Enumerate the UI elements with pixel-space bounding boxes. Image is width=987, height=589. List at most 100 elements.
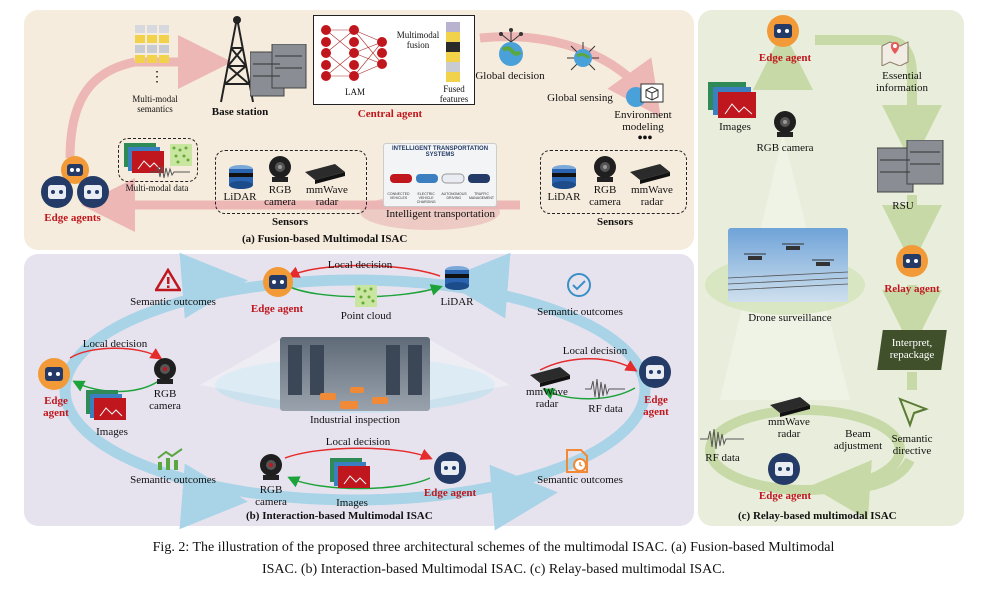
central-agent-label: Central agent bbox=[357, 108, 423, 120]
intelligent-transportation-label: Intelligent transportation bbox=[385, 208, 496, 220]
radar-icon bbox=[305, 160, 345, 189]
drone-surveillance-image bbox=[728, 228, 848, 302]
its-banner: INTELLIGENT TRANSPORTATION SYSTEMS bbox=[391, 146, 489, 158]
b-local-right-green bbox=[542, 387, 636, 400]
radar-icon bbox=[770, 393, 810, 422]
check-icon bbox=[566, 272, 592, 303]
rf-wave-icon bbox=[585, 378, 625, 405]
global-decision-label: Global decision bbox=[475, 70, 545, 82]
rgb-right-label: RGB camera bbox=[589, 184, 621, 208]
industrial-inspection-image bbox=[280, 337, 430, 411]
its-item: ELECTRIC VEHICLE CHARGING bbox=[416, 192, 436, 204]
tower-icon bbox=[215, 14, 259, 109]
server-icon bbox=[249, 43, 310, 105]
point-cloud-icon bbox=[170, 144, 192, 171]
map-pin-icon bbox=[880, 38, 910, 71]
images-left-label: Images bbox=[96, 426, 128, 438]
rsu-label: RSU bbox=[892, 200, 914, 212]
its-items: CONNECTED VEHICLES ELECTRIC VEHICLE CHAR… bbox=[386, 192, 494, 204]
cube-monitor-icon bbox=[625, 82, 665, 117]
rgb-camera-bottom-label: RGB camera bbox=[255, 484, 287, 508]
figure-caption-line2: ISAC. (b) Interaction-based Multimodal I… bbox=[261, 562, 726, 577]
semantic-outcomes-tr-label: Semantic outcomes bbox=[537, 306, 623, 318]
panel-b-title: (b) Interaction-based Multimodal ISAC bbox=[246, 510, 433, 522]
lidar-left-label: LiDAR bbox=[223, 191, 257, 203]
essential-information-label: Essential information bbox=[876, 70, 928, 94]
radar-icon bbox=[630, 160, 670, 189]
rgb-camera-c-label: RGB camera bbox=[756, 142, 814, 154]
lidar-icon bbox=[551, 165, 577, 194]
multimodal-fusion-label: Multimodal fusion bbox=[396, 30, 440, 50]
b-local-left-red bbox=[69, 347, 163, 360]
camera-icon bbox=[592, 155, 618, 188]
local-decision-right-label: Local decision bbox=[562, 345, 628, 357]
chart-icon bbox=[156, 448, 184, 477]
mmwave-right-label: mmWave radar bbox=[631, 184, 673, 208]
point-cloud-icon bbox=[355, 285, 377, 312]
b-local-left-green bbox=[72, 379, 161, 393]
camera-icon bbox=[258, 453, 284, 486]
robot-icon bbox=[37, 357, 71, 396]
robot-icon bbox=[40, 155, 110, 216]
drone-surveillance-label: Drone surveillance bbox=[748, 312, 832, 324]
figure-caption-line1: Fig. 2: The illustration of the proposed… bbox=[152, 540, 835, 555]
neural-network-icon bbox=[318, 22, 390, 89]
b-local-top-red bbox=[287, 264, 441, 278]
industrial-inspection-label: Industrial inspection bbox=[309, 414, 401, 426]
environment-modeling-label: Environment modeling bbox=[614, 109, 672, 133]
base-station-label: Base station bbox=[211, 106, 269, 118]
mmwave-left-label: mmWave radar bbox=[306, 184, 348, 208]
its-item: AUTONOMOUS DRIVING bbox=[441, 192, 467, 200]
rf-wave-icon bbox=[150, 165, 190, 184]
lidar-label: LiDAR bbox=[440, 296, 474, 308]
relay-agent-label: Relay agent bbox=[884, 283, 940, 295]
semantic-outcomes-bl-label: Semantic outcomes bbox=[130, 474, 216, 486]
robot-icon bbox=[638, 355, 672, 394]
camera-icon bbox=[772, 110, 798, 143]
edge-agent-top-c-label: Edge agent bbox=[758, 52, 812, 64]
point-cloud-label: Point cloud bbox=[340, 310, 392, 322]
multimodal-data-label: Multi-modal data bbox=[125, 183, 189, 193]
lidar-right-label: LiDAR bbox=[547, 191, 581, 203]
globe-network-icon bbox=[565, 40, 601, 81]
send-icon bbox=[897, 396, 929, 433]
images-c-label: Images bbox=[719, 121, 751, 133]
semantic-outcomes-br-label: Semantic outcomes bbox=[537, 474, 623, 486]
a-flow-up bbox=[65, 57, 136, 159]
edge-agents-label: Edge agents bbox=[44, 212, 101, 224]
edge-agent-top-label: Edge agent bbox=[250, 303, 304, 315]
its-cars-icon bbox=[390, 173, 490, 184]
mmwave-radar-c-label: mmWave radar bbox=[768, 416, 810, 440]
image-stack-icon bbox=[708, 82, 760, 125]
interpret-repackage-label: Interpret, repackage bbox=[889, 337, 935, 361]
multimodal-data-box bbox=[118, 138, 198, 182]
robot-icon bbox=[895, 244, 929, 283]
robot-icon bbox=[262, 266, 294, 303]
image-stack-icon bbox=[86, 390, 130, 427]
b-local-bottom-red bbox=[284, 447, 433, 460]
sensors-left-label: Sensors bbox=[271, 216, 309, 228]
semantic-outcomes-tl-label: Semantic outcomes bbox=[130, 296, 216, 308]
rgb-camera-left-label: RGB camera bbox=[149, 388, 181, 412]
lidar-icon bbox=[444, 266, 470, 295]
mmwave-radar-label: mmWave radar bbox=[526, 386, 568, 410]
globe-icon bbox=[498, 28, 524, 73]
warning-icon bbox=[153, 267, 183, 297]
sensors-right-label: Sensors bbox=[596, 216, 634, 228]
local-decision-left-label: Local decision bbox=[82, 338, 148, 350]
sensors-right-box bbox=[540, 150, 687, 214]
beam-adjustment-label: Beam adjustment bbox=[833, 428, 883, 452]
rgb-left-label: RGB camera bbox=[264, 184, 296, 208]
panel-c-title: (c) Relay-based multimodal ISAC bbox=[738, 510, 897, 522]
sensors-left-box bbox=[215, 150, 367, 214]
its-item: TRAFFIC MANAGEMENT bbox=[468, 192, 495, 200]
b-local-bottom-green bbox=[287, 476, 431, 490]
edge-agent-left-label: Edge agent bbox=[43, 395, 69, 419]
robot-icon bbox=[767, 452, 801, 491]
rf-data-c-label: RF data bbox=[705, 452, 740, 464]
lam-label: LAM bbox=[345, 87, 365, 97]
dots-right: ••• bbox=[637, 131, 653, 146]
server-icon bbox=[876, 139, 947, 201]
images-bottom-label: Images bbox=[336, 497, 368, 509]
edge-agent-bottom-c-label: Edge agent bbox=[758, 490, 812, 502]
